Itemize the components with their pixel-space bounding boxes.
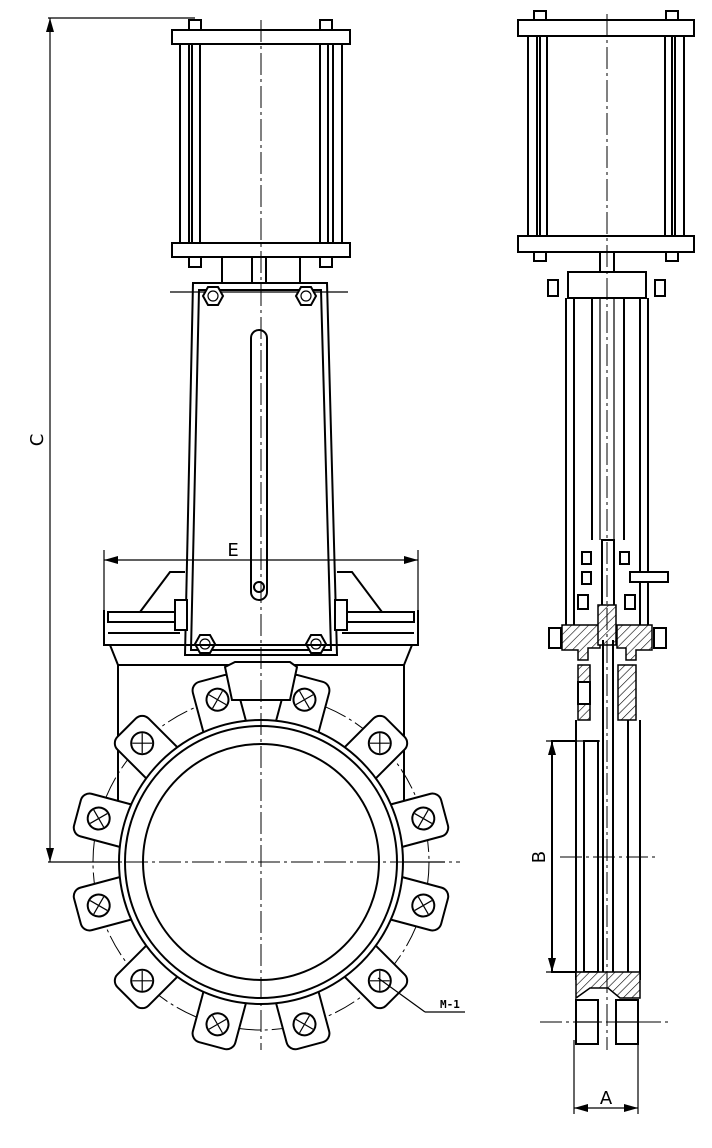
bolt-hole-icon [205, 687, 230, 712]
m1-leader [377, 977, 465, 1013]
bolt-hole-icon [367, 731, 392, 756]
dimension-label-a: A [600, 1088, 613, 1109]
dimension-b [546, 740, 600, 973]
dimension-label-b: B [529, 851, 550, 863]
bolt-hole-icon [86, 806, 111, 831]
dimension-a [573, 1040, 639, 1114]
bolt-hole-icon [292, 1012, 317, 1037]
yoke [170, 282, 348, 656]
side-actuator-cylinder [517, 10, 695, 262]
front-view: C E M-1 [27, 17, 465, 1051]
dimension-label-c: C [27, 434, 48, 447]
bolt-hole-icon [411, 893, 436, 918]
bolt-hole-icon [292, 687, 317, 712]
yoke-bolt-icon [201, 286, 225, 306]
gland-housing [103, 571, 419, 800]
bolt-hole-icon [130, 731, 155, 756]
yoke-bolt-icon [294, 286, 318, 306]
bolt-hole-icon [205, 1012, 230, 1037]
dimension-label-m1: M-1 [440, 998, 460, 1011]
bolt-hole-icon [86, 893, 111, 918]
side-yoke [547, 252, 669, 636]
side-body-section [540, 604, 672, 1045]
side-view: B A [517, 10, 695, 1114]
bolt-hole-icon [367, 968, 392, 993]
bolt-hole-icon [130, 968, 155, 993]
bolt-hole-icon [411, 806, 436, 831]
dimension-label-e: E [227, 540, 238, 561]
